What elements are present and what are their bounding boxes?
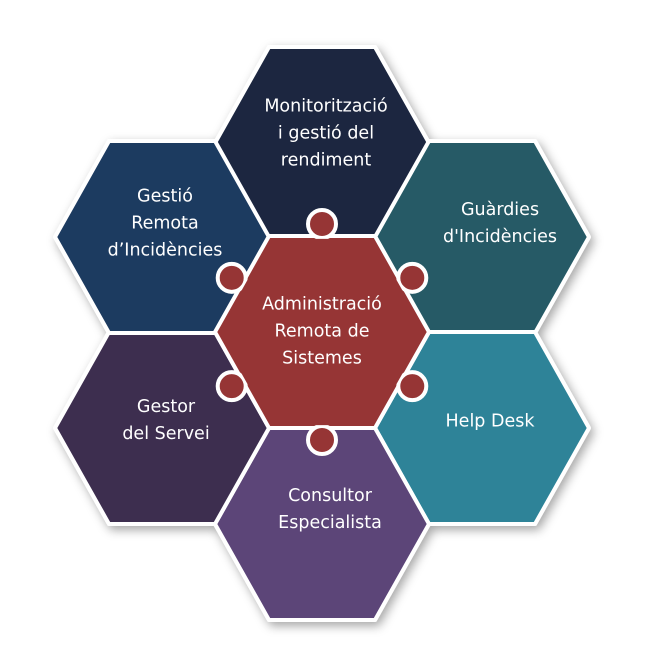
puzzle-knob [396, 261, 429, 294]
piece-label-help-desk: Help Desk [445, 411, 535, 432]
piece-label-gestor: Gestor del Servei [122, 397, 210, 444]
piece-label-guardies: Guàrdies d'Incidències [443, 200, 557, 247]
center-fill [218, 238, 426, 426]
piece-label-gestio-remota: Gestió Remota d’Incidències [107, 186, 223, 261]
puzzle-knob [215, 261, 248, 294]
puzzle-knob [306, 424, 338, 456]
puzzle-knob [396, 370, 429, 403]
puzzle-knob [306, 208, 338, 240]
center-label: Administració Remota de Sistemes [262, 294, 382, 369]
piece-label-consultor: Consultor Especialista [278, 486, 382, 533]
piece-label-monitoritzacio: Monitorització i gestió del rendiment [264, 96, 388, 171]
puzzle-knob [215, 370, 248, 403]
